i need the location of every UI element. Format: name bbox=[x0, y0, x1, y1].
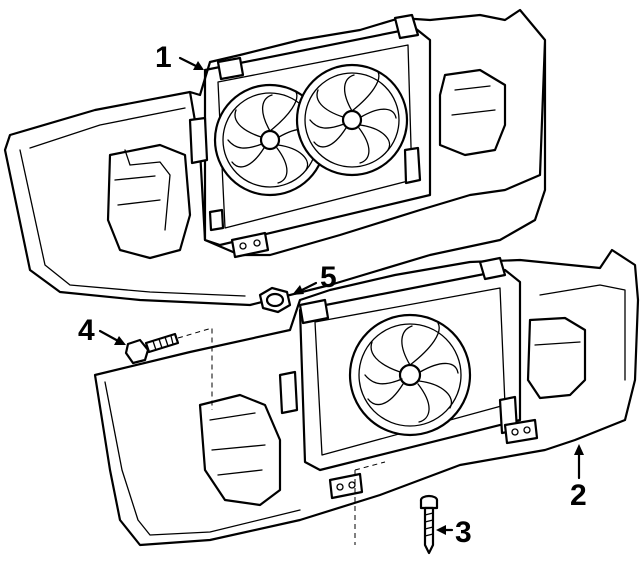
callout-5: 5 bbox=[292, 261, 337, 295]
fan-icon bbox=[348, 313, 472, 437]
bolt-icon bbox=[124, 332, 180, 365]
single-fan-shroud-assembly bbox=[93, 248, 640, 547]
fan-icon bbox=[295, 63, 409, 177]
svg-text:2: 2 bbox=[570, 479, 587, 512]
svg-text:3: 3 bbox=[455, 516, 472, 549]
nut-icon bbox=[258, 286, 292, 314]
callout-4: 4 bbox=[78, 314, 126, 347]
svg-text:5: 5 bbox=[320, 261, 337, 294]
callout-1: 1 bbox=[155, 41, 204, 74]
callout-3: 3 bbox=[436, 516, 472, 549]
svg-text:1: 1 bbox=[155, 41, 172, 74]
callout-2: 2 bbox=[570, 444, 587, 512]
screw-icon bbox=[419, 494, 439, 555]
svg-text:4: 4 bbox=[78, 314, 95, 347]
dual-fan-shroud-assembly bbox=[3, 8, 547, 307]
